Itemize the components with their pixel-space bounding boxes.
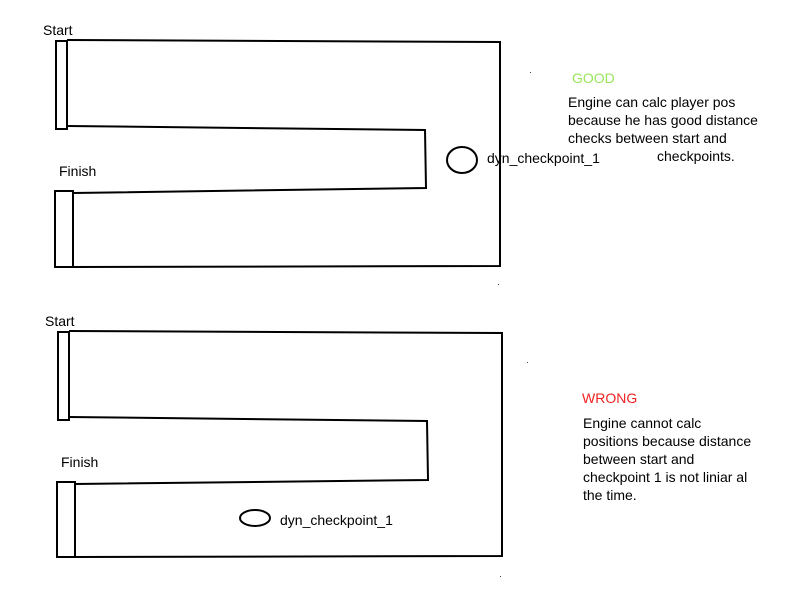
start-label-good: Start [43,22,73,38]
note-line: checks between start and [568,130,727,146]
note-line: Engine cannot calc [583,415,702,431]
finish-gate-good [54,190,74,268]
checkpoint-circle-good [446,146,478,174]
note-wrong: Engine cannot calc positions because dis… [583,414,793,504]
note-line: checkpoint 1 is not liniar al [583,469,748,485]
note-line: because he has good distance [568,112,758,128]
note-good: Engine can calc player pos because he ha… [568,93,793,165]
note-line: the time. [583,487,637,503]
track-outline-good [66,39,501,268]
start-label-wrong: Start [45,313,75,329]
start-gate-good [55,40,68,130]
track-outline-wrong [68,330,503,558]
note-line: Engine can calc player pos [568,94,736,110]
checkpoint-label-good: dyn_checkpoint_1 [487,150,600,166]
verdict-good: GOOD [572,70,615,86]
finish-label-good: Finish [59,163,97,179]
note-line: between start and [583,451,695,467]
start-gate-wrong [57,331,70,421]
finish-gate-wrong [56,481,76,558]
note-line: checkpoints. [657,148,735,164]
finish-label-wrong: Finish [61,454,99,470]
verdict-wrong: WRONG [582,390,638,406]
note-line: positions because distance [583,433,752,449]
checkpoint-label-wrong: dyn_checkpoint_1 [280,512,393,528]
checkpoint-circle-wrong [239,509,271,527]
